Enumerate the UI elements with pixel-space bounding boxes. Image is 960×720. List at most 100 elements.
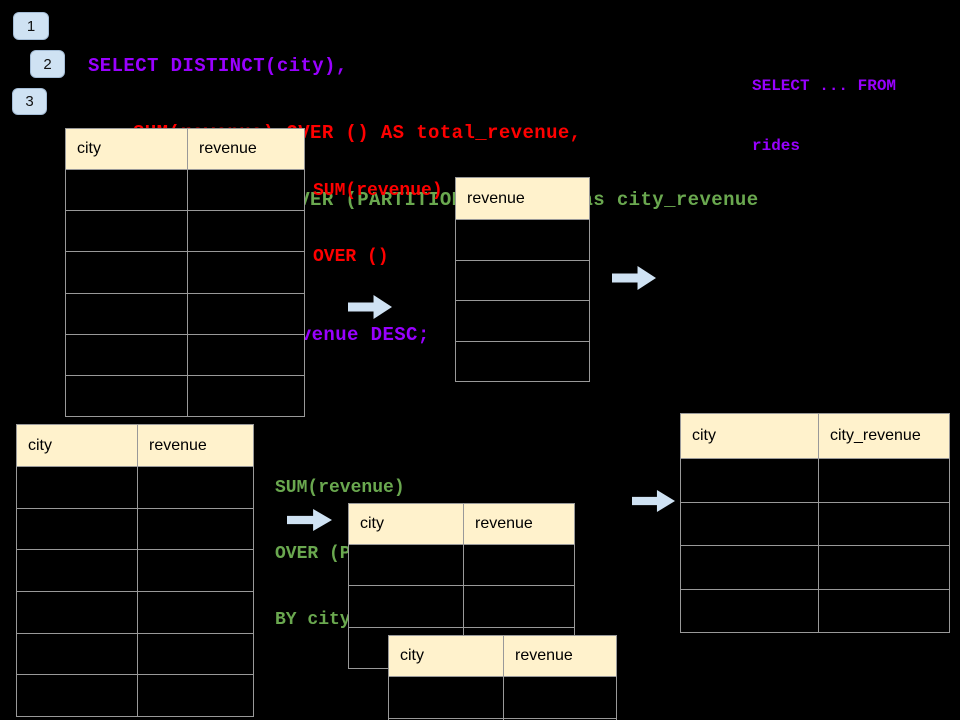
table-header-row: city revenue xyxy=(17,425,253,467)
table-row xyxy=(349,585,574,627)
table-cell xyxy=(17,633,137,675)
table-cell xyxy=(187,293,304,334)
side-note-select-from-rides: SELECT ... FROM rides xyxy=(752,36,896,196)
sql-line-select: SELECT DISTINCT(city), xyxy=(88,54,348,77)
table-cell xyxy=(187,334,304,375)
side-note-line-2: rides xyxy=(752,137,801,155)
table-cell xyxy=(137,550,253,592)
step-badge-1: 1 xyxy=(13,12,49,40)
table-cell xyxy=(456,301,589,341)
table-cell xyxy=(17,675,137,717)
table-row xyxy=(681,459,949,502)
column-header-revenue: revenue xyxy=(503,636,616,676)
table-row xyxy=(681,588,949,632)
column-header-revenue: revenue xyxy=(137,425,253,466)
table-cell xyxy=(17,467,137,508)
table-row xyxy=(66,374,304,417)
table-cell xyxy=(137,467,253,508)
table-cell xyxy=(187,252,304,293)
table-cell xyxy=(66,375,187,417)
table-source-rides-top: city revenue xyxy=(65,128,305,417)
table-row xyxy=(66,292,304,334)
table-cell xyxy=(681,546,818,589)
table-cell xyxy=(17,508,137,550)
table-cell xyxy=(349,545,463,586)
table-cell xyxy=(818,502,949,545)
table-cell xyxy=(349,586,463,627)
table-cell xyxy=(187,375,304,417)
table-row xyxy=(349,545,574,586)
table-cell xyxy=(456,260,589,300)
table-header-row: city revenue xyxy=(66,129,304,170)
table-cell xyxy=(503,677,616,718)
table-row xyxy=(66,210,304,252)
table-row xyxy=(17,591,253,633)
label-line: BY city) xyxy=(275,610,362,630)
table-city-revenue-result: city city_revenue xyxy=(680,413,950,633)
table-row xyxy=(17,507,253,550)
table-cell xyxy=(17,592,137,633)
table-cell xyxy=(66,170,187,211)
table-cell xyxy=(187,211,304,252)
table-cell xyxy=(818,459,949,502)
table-cell xyxy=(463,586,574,627)
table-row xyxy=(66,333,304,375)
step-badge-2: 2 xyxy=(30,50,65,78)
arrow-right-icon xyxy=(632,490,675,512)
table-cell xyxy=(137,633,253,675)
table-row xyxy=(681,545,949,589)
column-header-city: city xyxy=(360,515,384,532)
column-header-city: city xyxy=(77,140,101,157)
table-row xyxy=(681,501,949,545)
table-cell xyxy=(681,459,818,502)
table-row xyxy=(456,259,589,300)
table-row xyxy=(389,677,616,718)
table-source-rides-bottom: city revenue xyxy=(16,424,254,717)
table-row xyxy=(456,340,589,381)
table-row xyxy=(17,467,253,508)
table-cell xyxy=(456,341,589,381)
table-cell xyxy=(66,252,187,293)
column-header-city-revenue: city_revenue xyxy=(818,414,949,458)
table-header-row: revenue xyxy=(456,178,589,220)
table-cell xyxy=(818,546,949,589)
column-header-revenue: revenue xyxy=(463,504,574,544)
table-cell xyxy=(456,220,589,260)
table-cell xyxy=(137,508,253,550)
label-line: OVER () xyxy=(313,247,389,267)
table-cell xyxy=(681,589,818,632)
label-sum-over-total: SUM(revenue) OVER () xyxy=(313,136,443,312)
table-cell xyxy=(389,677,503,718)
step-badge-3: 3 xyxy=(12,88,47,115)
table-row xyxy=(17,674,253,717)
column-header-city: city xyxy=(28,436,52,454)
table-cell xyxy=(137,592,253,633)
table-cell xyxy=(463,545,574,586)
column-header-city: city xyxy=(400,647,424,664)
table-total-revenue: revenue xyxy=(455,177,590,382)
column-header-revenue: revenue xyxy=(187,129,304,169)
table-row xyxy=(456,220,589,260)
table-cell xyxy=(66,293,187,334)
table-header-row: city revenue xyxy=(389,636,616,677)
table-row xyxy=(456,300,589,341)
table-header-row: city revenue xyxy=(349,504,574,545)
table-cell xyxy=(818,589,949,632)
label-line: SUM(revenue) xyxy=(275,478,405,498)
table-cell xyxy=(66,211,187,252)
table-cell xyxy=(681,502,818,545)
table-row xyxy=(17,549,253,592)
table-row xyxy=(17,632,253,675)
label-line: SUM(revenue) xyxy=(313,181,443,201)
table-cell xyxy=(66,334,187,375)
column-header-city: city xyxy=(692,427,716,444)
table-cell xyxy=(187,170,304,211)
side-note-line-1: SELECT ... FROM xyxy=(752,77,897,95)
table-cell xyxy=(137,675,253,717)
table-cell xyxy=(17,550,137,592)
table-row xyxy=(66,251,304,293)
table-header-row: city city_revenue xyxy=(681,414,949,459)
table-row xyxy=(66,170,304,211)
column-header-revenue: revenue xyxy=(467,189,525,207)
